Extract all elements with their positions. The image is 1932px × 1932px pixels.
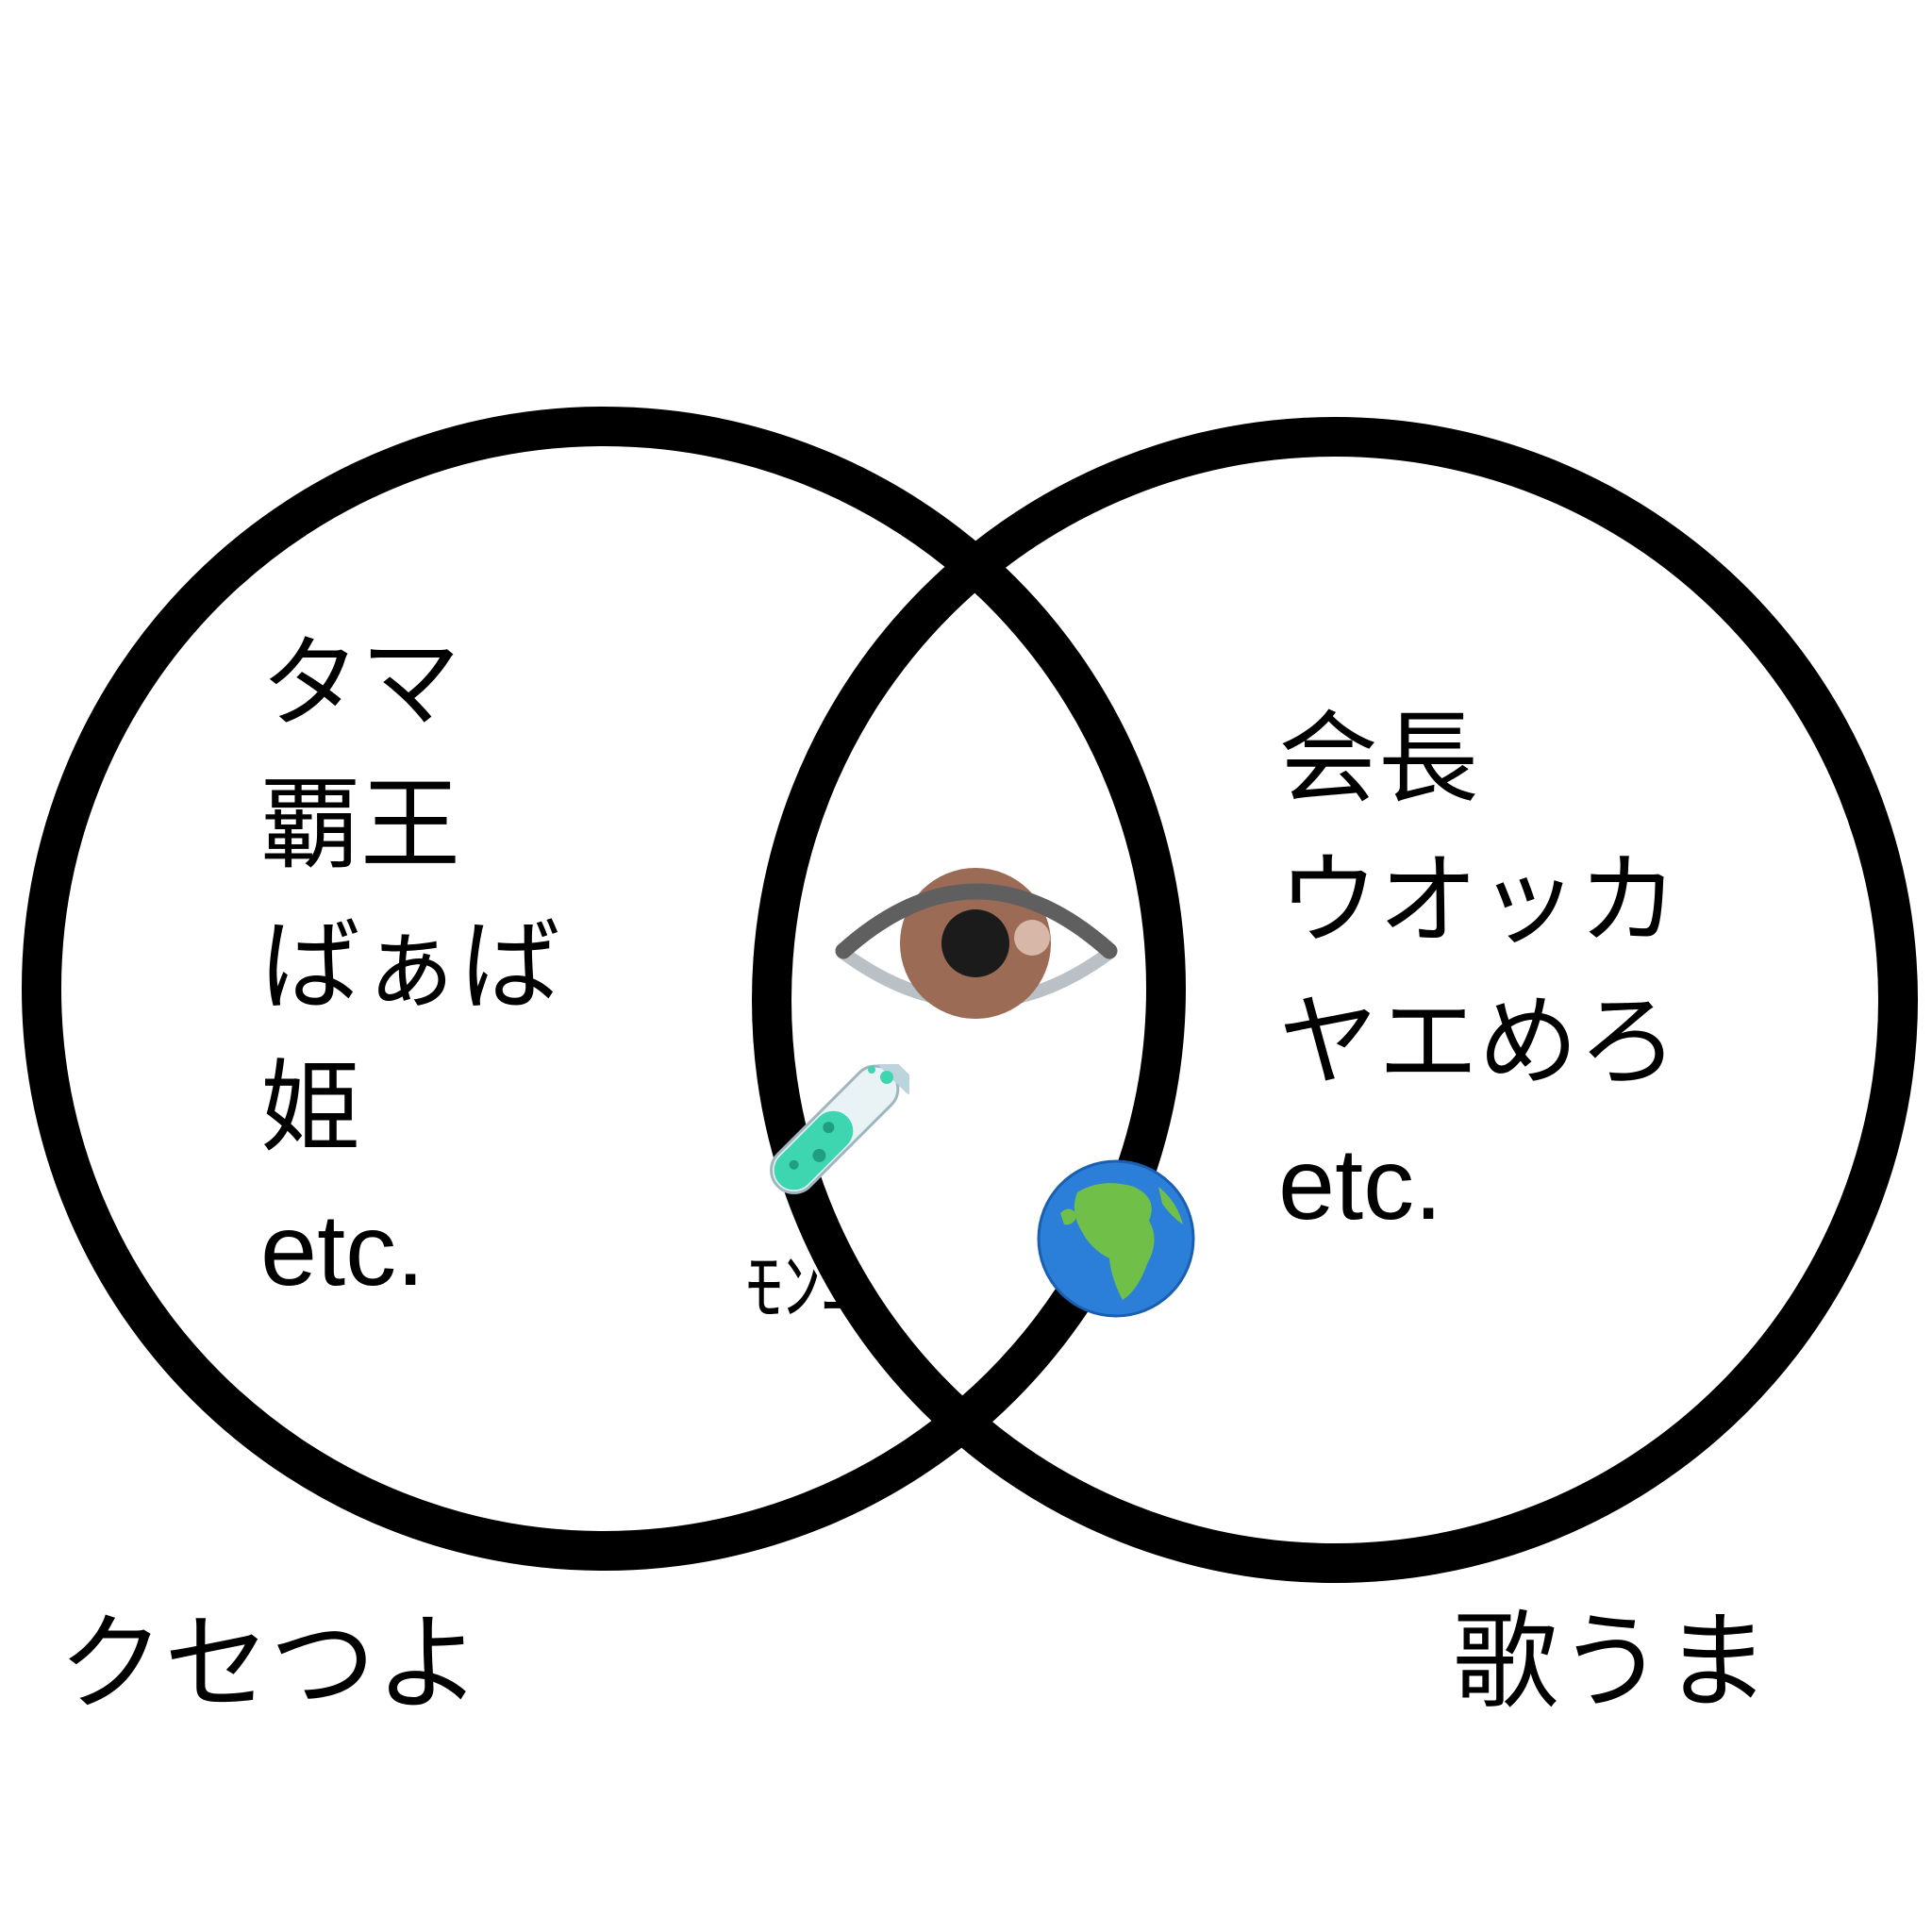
test-tube-icon [770,1064,909,1194]
intersection-label: ﾓﾝﾆ [745,1243,858,1331]
right-item-kaichou: 会長 [1278,701,1478,817]
left-set-label: クセつよ [58,1603,481,1725]
left-item-etc: etc. [260,1192,425,1307]
right-set-label: 歌うま [1453,1601,1770,1724]
right-item-yaemero: ヤエめろ [1278,984,1678,1100]
left-item-tama: タマ [260,625,460,741]
left-item-hime: 姫 [260,1050,360,1166]
right-set-items: 会長 ウオッカ ヤエめろ etc. [1278,689,1678,1255]
eye-icon [835,868,1118,1019]
right-item-etc: etc. [1278,1126,1443,1241]
left-set-circle [22,407,1186,1571]
right-set-circle [752,417,1918,1583]
globe-africa-icon [1037,1159,1195,1318]
right-item-vodka: ウオッカ [1278,842,1678,958]
left-set-items: タマ 覇王 ばぁば 姫 etc. [260,613,560,1321]
left-item-baaba: ばぁば [260,908,560,1024]
left-item-haou: 覇王 [260,767,460,883]
